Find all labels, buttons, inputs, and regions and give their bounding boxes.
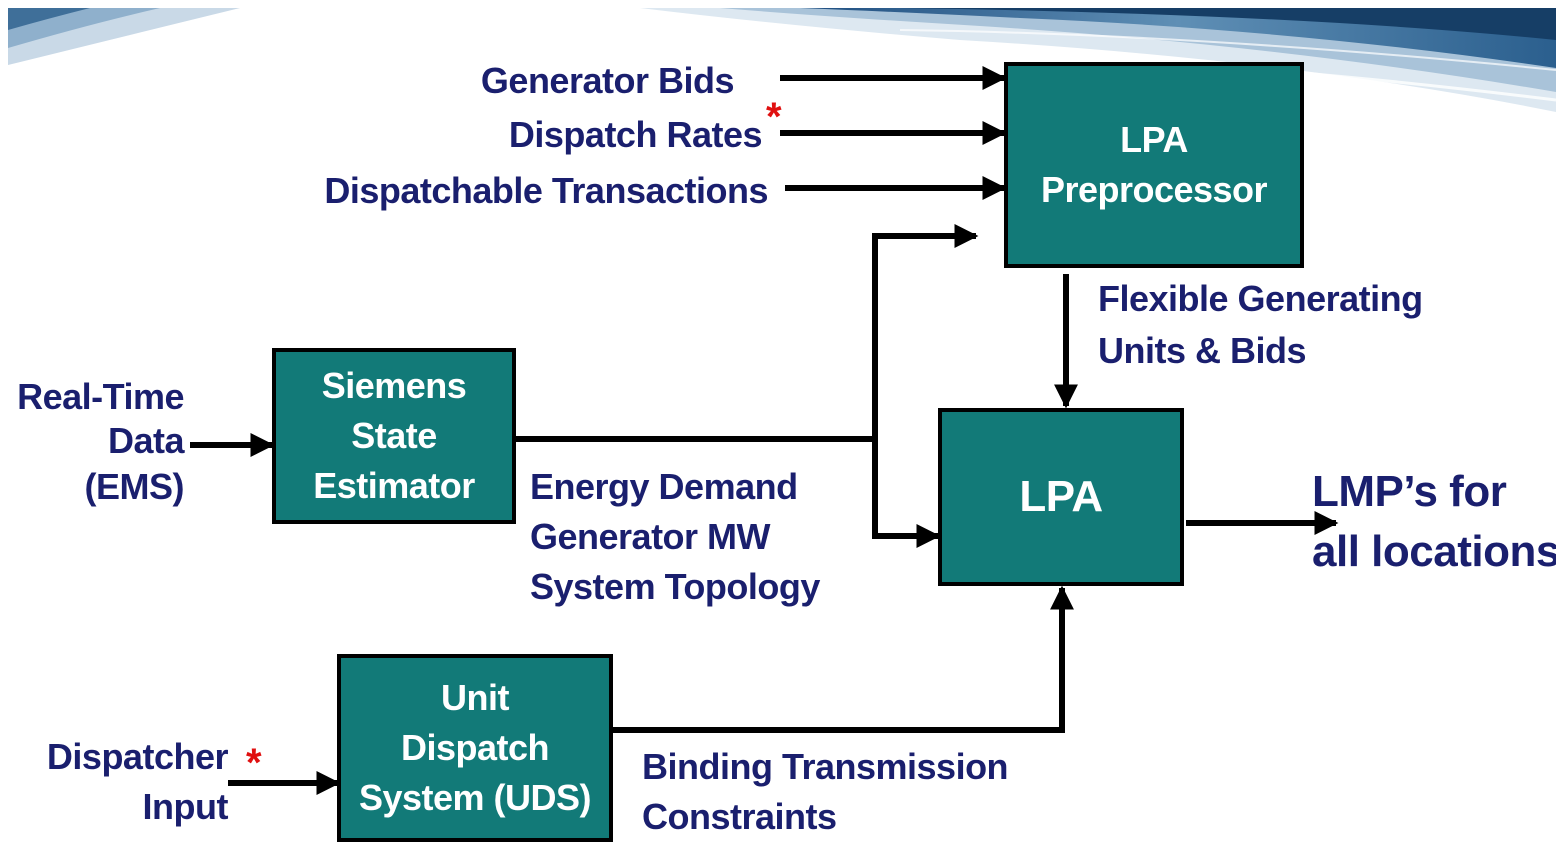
dispatcher-input-line-2: Input xyxy=(142,786,229,827)
header-wave-right xyxy=(640,8,1556,112)
header-wave-left xyxy=(8,8,240,65)
flexible-units-line-1: Flexible Generating xyxy=(1098,278,1423,319)
dispatchable-transactions-label: Dispatchable Transactions xyxy=(324,170,768,211)
unit-dispatch-system-box: Unit Dispatch System (UDS) xyxy=(337,654,613,842)
lpa-preprocessor-line-2: Preprocessor xyxy=(1040,169,1268,210)
realtime-data-line-3: (EMS) xyxy=(84,466,185,507)
binding-constraints-line-2: Constraints xyxy=(642,796,837,837)
realtime-data-line-1: Real-Time xyxy=(17,376,184,417)
connectors xyxy=(190,66,1339,795)
lpa-box: LPA xyxy=(938,408,1184,586)
generator-bids-label: Generator Bids xyxy=(480,60,735,101)
lmp-output-line-2: all locations xyxy=(1312,527,1556,576)
estimator-output-line-1: Energy Demand xyxy=(530,466,798,507)
dispatcher-input-line-1: Dispatcher xyxy=(46,736,229,777)
binding-constraints-line-1: Binding Transmission xyxy=(642,746,1009,787)
estimator-output-line-2: Generator MW xyxy=(530,516,771,557)
uds-line-3: System (UDS) xyxy=(358,777,592,818)
estimator-output-line-3: System Topology xyxy=(530,566,820,607)
lpa-preprocessor-box: LPA Preprocessor xyxy=(1004,62,1304,268)
arrow-estimator-to-lpa xyxy=(872,439,941,548)
dispatch-rates-label: Dispatch Rates xyxy=(508,114,763,155)
uds-line-1: Unit xyxy=(441,677,509,718)
dispatcher-asterisk: * xyxy=(246,741,262,785)
siemens-line-2: State xyxy=(351,415,437,456)
flexible-units-line-2: Units & Bids xyxy=(1098,330,1307,371)
lpa-label: LPA xyxy=(1019,472,1103,521)
realtime-data-line-2: Data xyxy=(107,420,185,461)
lmp-output-line-1: LMP’s for xyxy=(1312,467,1507,516)
siemens-line-1: Siemens xyxy=(321,365,467,406)
lpa-preprocessor-line-1: LPA xyxy=(1120,119,1188,160)
arrow-uds-to-lpa xyxy=(612,585,1074,733)
siemens-line-3: Estimator xyxy=(313,465,475,506)
siemens-state-estimator-box: Siemens State Estimator xyxy=(272,348,516,524)
uds-line-2: Dispatch xyxy=(400,727,550,768)
arrow-estimator-to-preprocessor xyxy=(872,224,979,439)
dispatch-rates-asterisk: * xyxy=(766,95,782,139)
